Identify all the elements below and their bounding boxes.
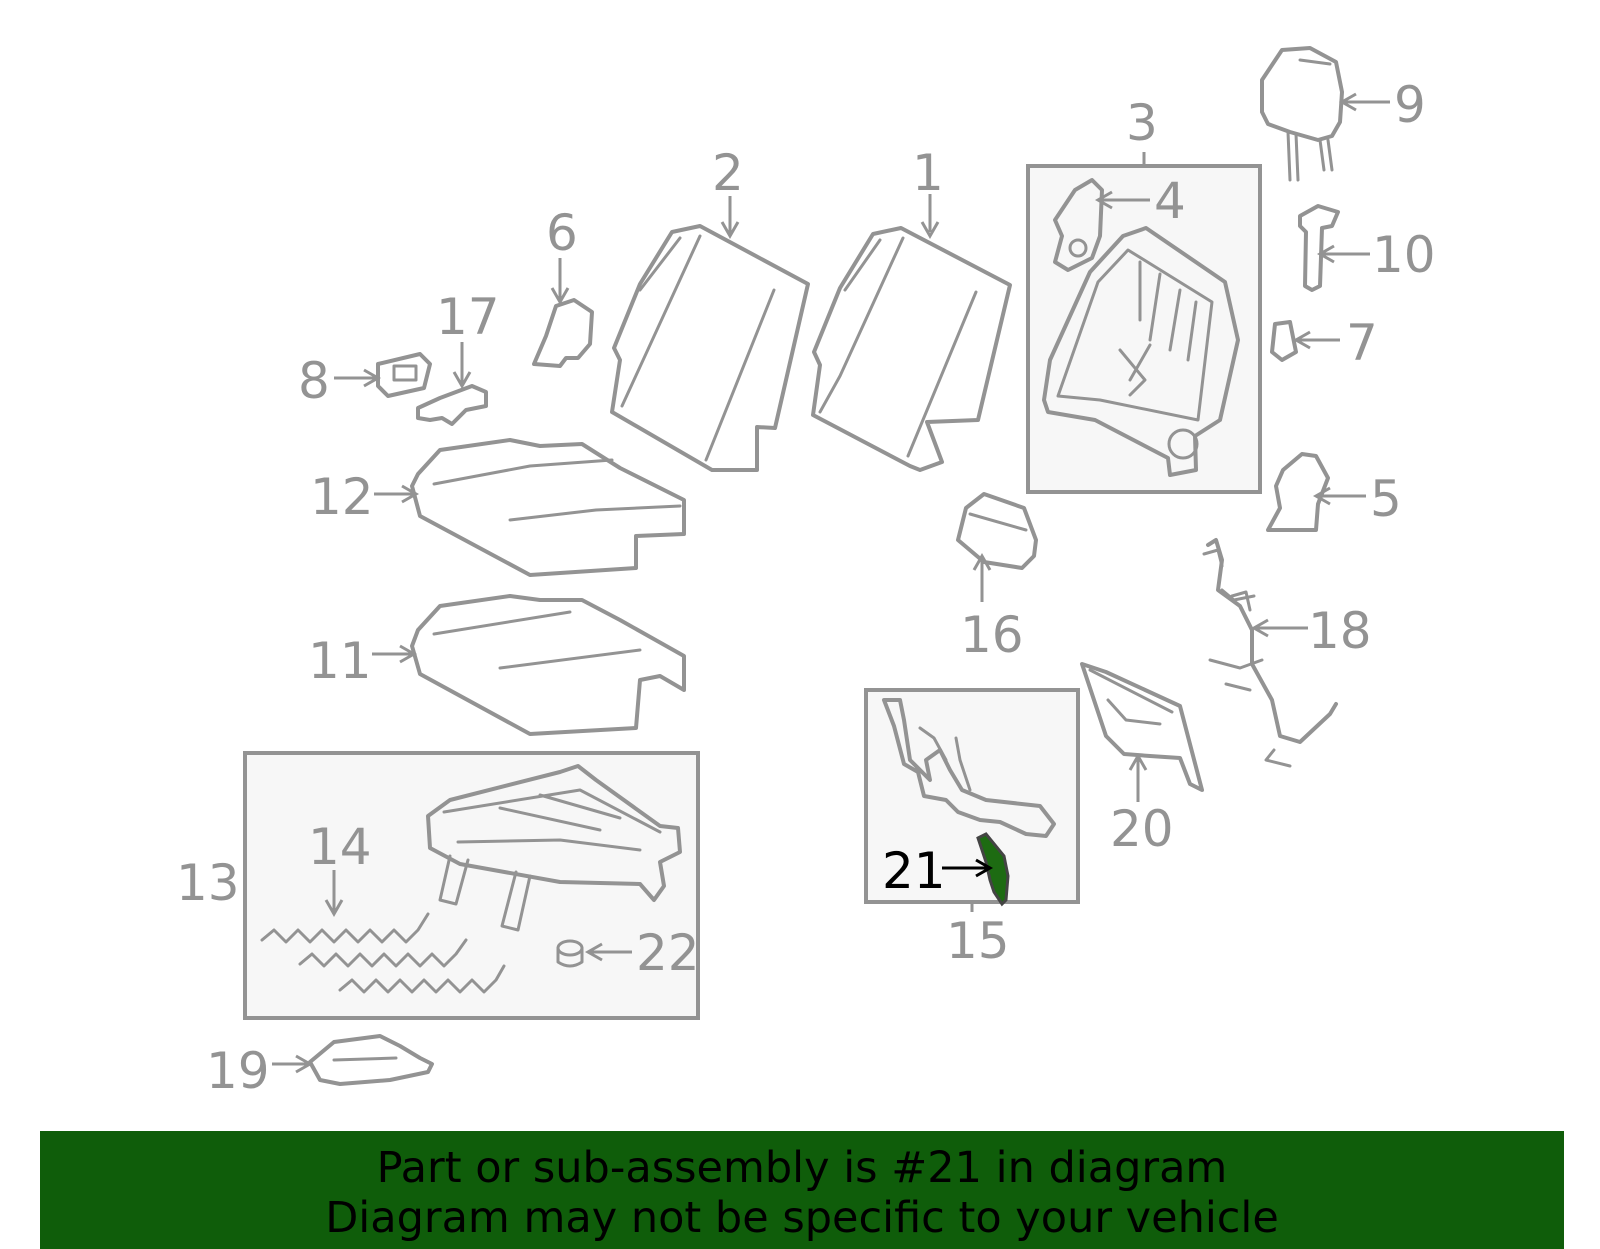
callout-22[interactable]: 22 xyxy=(636,924,700,982)
callout-2[interactable]: 2 xyxy=(712,144,744,202)
callout-6[interactable]: 6 xyxy=(546,204,578,262)
callout-5[interactable]: 5 xyxy=(1370,470,1402,528)
callout-labels: 1 2 3 4 5 6 7 8 9 10 11 12 13 14 15 16 1… xyxy=(176,76,1436,1100)
leader-lines xyxy=(272,92,1390,1074)
part-15-bracket[interactable] xyxy=(882,698,1056,838)
callout-19[interactable]: 19 xyxy=(206,1042,270,1100)
part-16-module[interactable] xyxy=(956,492,1038,570)
part-10-headrest-guide[interactable] xyxy=(1298,204,1340,292)
part-12-cushion-cover[interactable] xyxy=(410,438,686,577)
callout-21[interactable]: 21 xyxy=(882,842,946,900)
part-13-seat-frame[interactable] xyxy=(426,764,682,932)
part-22-grommet[interactable] xyxy=(556,939,584,968)
part-17-lever[interactable] xyxy=(416,384,488,426)
part-7-cover[interactable] xyxy=(1270,320,1298,362)
part-18-wire-harness[interactable] xyxy=(1202,538,1338,768)
callout-13[interactable]: 13 xyxy=(176,854,240,912)
part-8-handle[interactable] xyxy=(376,352,432,398)
callout-15[interactable]: 15 xyxy=(946,912,1010,970)
part-21-highlighted[interactable] xyxy=(976,832,1010,907)
group-box-3 xyxy=(1026,164,1262,494)
banner-line-2: Diagram may not be specific to your vehi… xyxy=(325,1193,1279,1243)
callout-8[interactable]: 8 xyxy=(298,352,330,410)
part-9-headrest[interactable] xyxy=(1260,46,1344,182)
part-4-motor[interactable] xyxy=(1053,178,1104,272)
part-2-seat-back[interactable] xyxy=(610,224,810,472)
part-11-cushion-pad[interactable] xyxy=(410,594,686,736)
callout-14[interactable]: 14 xyxy=(308,818,372,876)
part-20-panel[interactable] xyxy=(1080,662,1204,792)
part-5-trim[interactable] xyxy=(1266,452,1330,532)
callout-12[interactable]: 12 xyxy=(310,468,374,526)
callout-11[interactable]: 11 xyxy=(308,632,372,690)
part-14-springs[interactable] xyxy=(260,912,506,994)
callout-16[interactable]: 16 xyxy=(960,606,1024,664)
callout-7[interactable]: 7 xyxy=(1346,314,1378,372)
callout-17[interactable]: 17 xyxy=(436,288,500,346)
banner-line-1: Part or sub-assembly is #21 in diagram xyxy=(376,1143,1228,1193)
callout-18[interactable]: 18 xyxy=(1308,602,1372,660)
callout-20[interactable]: 20 xyxy=(1110,800,1174,858)
part-6-hinge-cover[interactable] xyxy=(532,298,594,368)
callout-1[interactable]: 1 xyxy=(912,144,944,202)
part-3-seat-back-frame[interactable] xyxy=(1042,226,1240,477)
part-19-cover[interactable] xyxy=(308,1034,434,1086)
callout-10[interactable]: 10 xyxy=(1372,226,1436,284)
part-1-seat-back[interactable] xyxy=(811,226,1012,472)
info-banner: Part or sub-assembly is #21 in diagram D… xyxy=(40,1131,1564,1249)
callout-3[interactable]: 3 xyxy=(1126,94,1158,152)
callout-9[interactable]: 9 xyxy=(1394,76,1426,134)
callout-4[interactable]: 4 xyxy=(1154,172,1186,230)
